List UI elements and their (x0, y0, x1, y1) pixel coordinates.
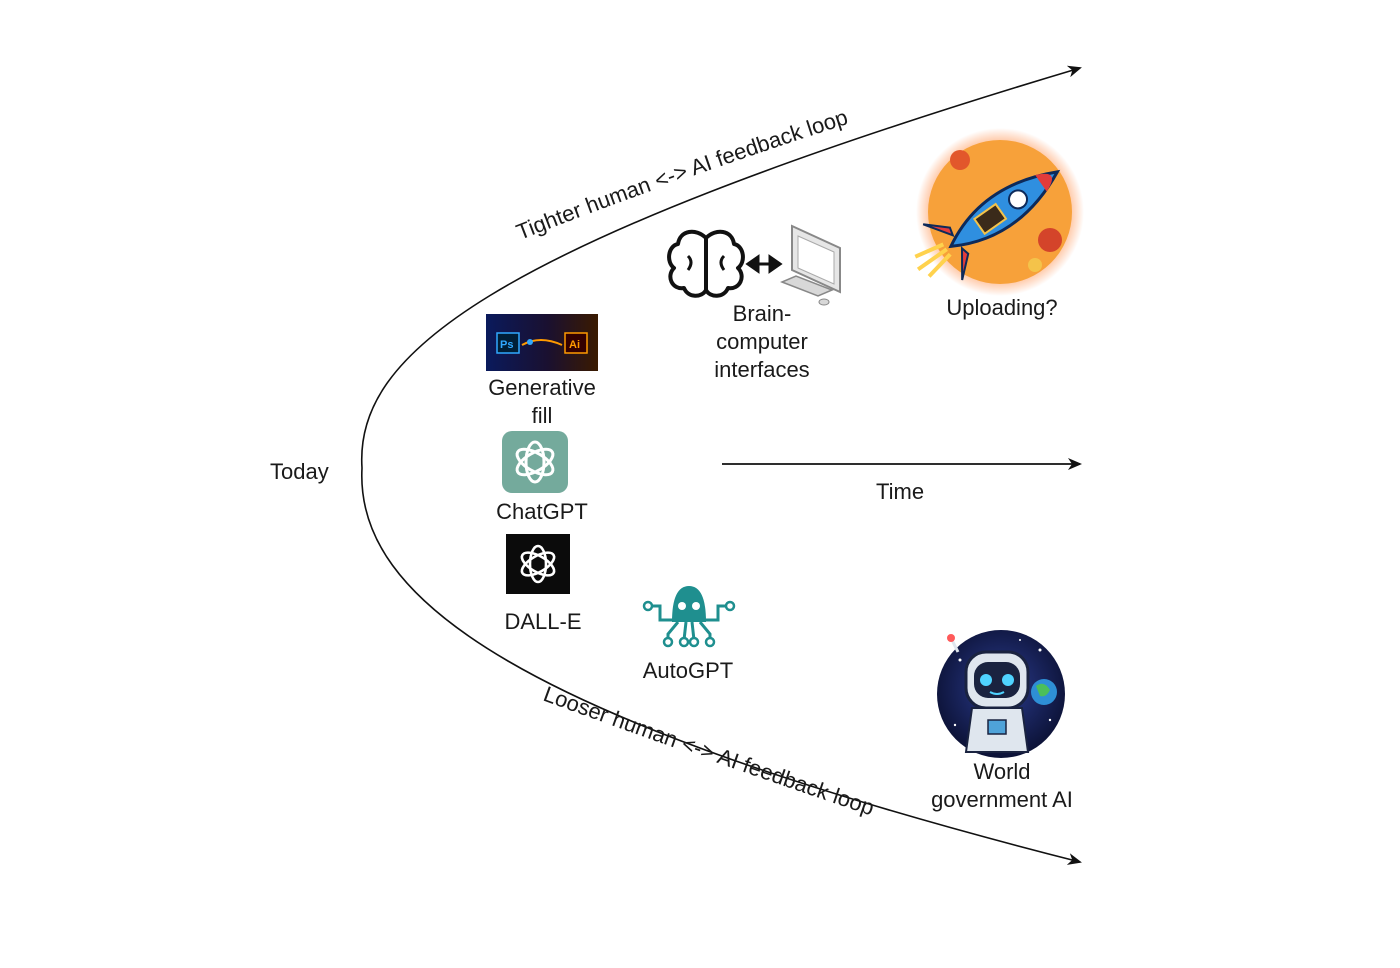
tighter-loop-label: Tighter human <-> AI feedback loop (513, 104, 851, 244)
computer-icon (780, 224, 841, 306)
dalle-label: DALL-E (504, 609, 581, 634)
world-gov-label-line1: World (973, 759, 1030, 784)
bidirectional-arrow-icon (745, 254, 783, 274)
today-label: Today (270, 459, 329, 484)
generative-fill-label-line1: Generative (488, 375, 596, 400)
chatgpt-openai-logo-icon (502, 431, 568, 493)
world-gov-label-line2: government AI (931, 787, 1073, 812)
brain-icon (667, 229, 745, 298)
time-label: Time (876, 479, 924, 504)
autogpt-octopus-icon (642, 586, 736, 648)
generative-fill-label-line2: fill (532, 403, 553, 428)
chatgpt-label: ChatGPT (496, 499, 588, 524)
ps-badge-text: Ps (500, 339, 513, 351)
adobe-ps-ai-icon: Ps Ai (486, 314, 598, 371)
bci-label-line1: Brain- (733, 301, 792, 326)
robot-astronaut-icon (937, 630, 1065, 758)
upper-trajectory-curve (360, 65, 1082, 469)
bci-label-line3: interfaces (714, 357, 809, 382)
uploading-label: Uploading? (946, 295, 1057, 320)
autogpt-label: AutoGPT (643, 658, 733, 683)
ai-badge-text: Ai (569, 339, 580, 351)
looser-loop-label: Looser human <-> AI feedback loop (540, 681, 877, 820)
lower-trajectory-curve (361, 467, 1082, 865)
rocket-icon (914, 128, 1084, 296)
dalle-openai-logo-icon (506, 534, 570, 594)
bci-label-line2: computer (716, 329, 808, 354)
